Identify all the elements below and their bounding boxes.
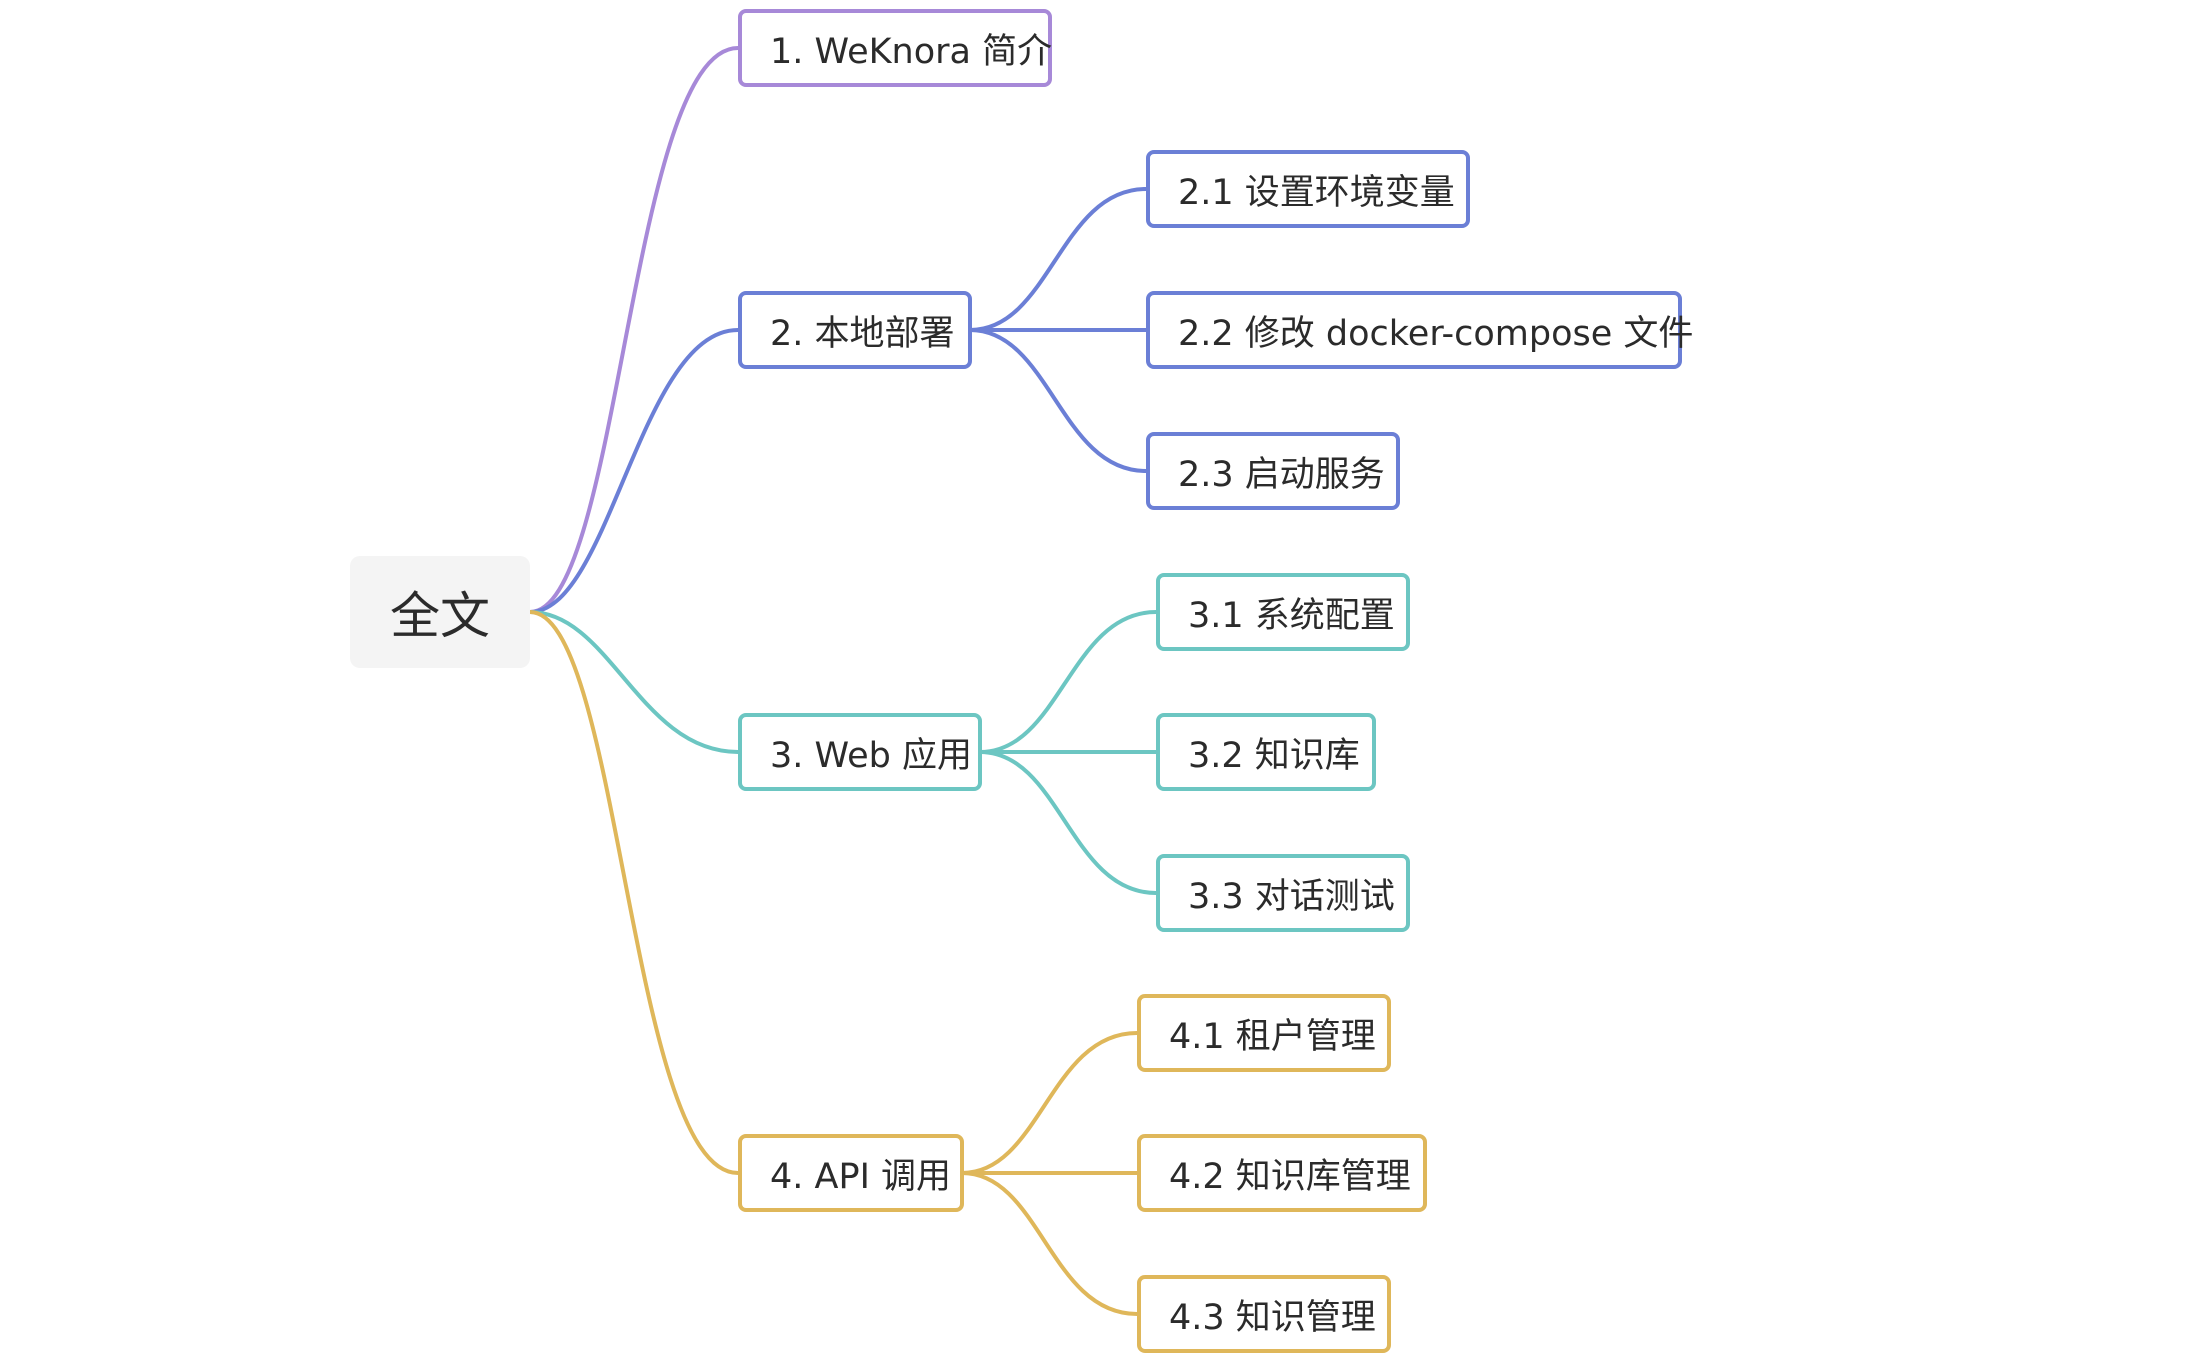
child-node-2-3-label: 2.3 启动服务 (1178, 454, 1385, 495)
child-node-3-2[interactable]: 3.2 知识库 (1156, 713, 1376, 791)
branch-node-1-label: 1. WeKnora 简介 (770, 31, 1053, 72)
child-node-3-1-label: 3.1 系统配置 (1188, 595, 1395, 636)
child-node-4-2[interactable]: 4.2 知识库管理 (1137, 1134, 1427, 1212)
connector-root-branch-2 (529, 328, 739, 614)
root-node[interactable]: 全文 (350, 556, 530, 668)
child-node-2-2-label: 2.2 修改 docker-compose 文件 (1178, 313, 1694, 354)
child-node-4-3-label: 4.3 知识管理 (1169, 1297, 1376, 1338)
child-node-2-2[interactable]: 2.2 修改 docker-compose 文件 (1146, 291, 1693, 369)
branch-node-1[interactable]: 1. WeKnora 简介 (738, 9, 1052, 87)
child-node-2-1[interactable]: 2.1 设置环境变量 (1146, 150, 1470, 228)
child-node-4-1[interactable]: 4.1 租户管理 (1137, 994, 1391, 1072)
child-node-2-1-label: 2.1 设置环境变量 (1178, 172, 1455, 213)
child-node-2-3[interactable]: 2.3 启动服务 (1146, 432, 1400, 510)
child-node-3-3[interactable]: 3.3 对话测试 (1156, 854, 1410, 932)
connector-branch-2-child-1 (969, 187, 1147, 332)
branch-node-2[interactable]: 2. 本地部署 (738, 291, 972, 369)
child-node-3-3-label: 3.3 对话测试 (1188, 876, 1395, 917)
child-node-4-3[interactable]: 4.3 知识管理 (1137, 1275, 1391, 1353)
connector-branch-2-child-3 (969, 328, 1147, 473)
branch-node-4[interactable]: 4. API 调用 (738, 1134, 964, 1212)
branch-node-3[interactable]: 3. Web 应用 (738, 713, 982, 791)
root-node-label: 全文 (390, 587, 490, 645)
branch-node-2-label: 2. 本地部署 (770, 313, 955, 354)
branch-node-4-label: 4. API 调用 (770, 1156, 952, 1197)
connector-root-branch-3 (529, 610, 739, 754)
child-node-3-1[interactable]: 3.1 系统配置 (1156, 573, 1410, 651)
child-node-4-2-label: 4.2 知识库管理 (1169, 1156, 1411, 1197)
branch-node-3-label: 3. Web 应用 (770, 735, 972, 776)
child-node-3-2-label: 3.2 知识库 (1188, 735, 1360, 776)
connector-root-branch-4 (529, 610, 739, 1175)
connector-branch-3-child-1 (979, 610, 1157, 754)
child-node-4-1-label: 4.1 租户管理 (1169, 1016, 1376, 1057)
connector-root-branch-1 (529, 46, 739, 614)
connector-branch-3-child-3 (979, 750, 1157, 895)
connector-branch-4-child-3 (961, 1171, 1138, 1316)
connector-branch-4-child-1 (961, 1031, 1138, 1175)
